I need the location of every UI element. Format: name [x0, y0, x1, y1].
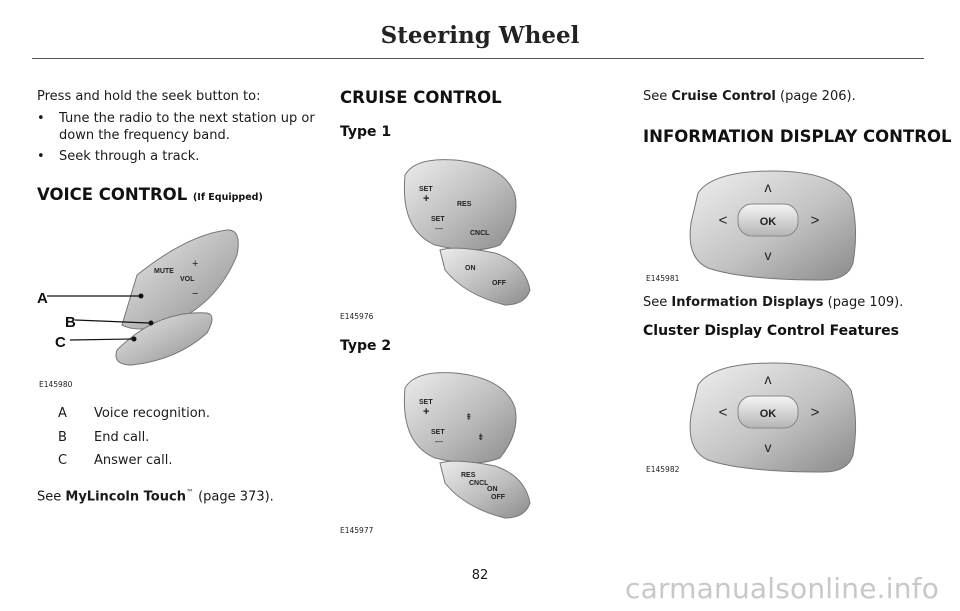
mylincoln-link[interactable]: MyLincoln Touch	[65, 489, 186, 505]
legend-text-c: Answer call.	[94, 453, 173, 468]
cruise2-lower-pad	[439, 460, 531, 519]
cncl-label: CNCL	[470, 230, 490, 237]
bullet-text: Tune the radio to the next station up or	[59, 111, 315, 126]
vol-plus-icon: +	[192, 258, 198, 270]
voice-control-heading-note: (If Equipped)	[192, 192, 263, 203]
information-displays-link[interactable]: Information Displays	[671, 295, 824, 310]
vol-label: VOL	[180, 276, 195, 283]
set-plus-label: SET	[419, 399, 433, 406]
information-display-heading: INFORMATION DISPLAY CONTROL	[643, 127, 952, 146]
down-arrow-icon: v	[765, 439, 772, 455]
see-prefix: See	[643, 295, 672, 310]
callout-label-c: C	[55, 334, 66, 351]
cruise-control-heading: CRUISE CONTROL	[340, 88, 502, 107]
callout-dot-a	[138, 293, 144, 299]
voice-control-heading-text: VOICE CONTROL	[37, 185, 188, 204]
see-suffix: (page 206).	[775, 89, 856, 104]
gap-increase-icon: ⇞	[465, 412, 473, 422]
left-arrow-icon: <	[719, 212, 728, 229]
voice-control-heading: VOICE CONTROL (If Equipped)	[37, 185, 263, 204]
legend-key-a: A	[58, 406, 67, 421]
cruise-type2-figure: SET + SET — ⇞ ⇟ RES CNCL ON OFF	[403, 372, 531, 519]
page-header-title: Steering Wheel	[380, 22, 580, 49]
legend-key-c: C	[58, 453, 68, 468]
cluster-figure-id: E145982	[646, 465, 680, 474]
left-arrow-icon: <	[719, 404, 728, 421]
voice-figure-id: E145980	[39, 380, 73, 389]
callout-line-b	[74, 319, 150, 324]
cluster-display-subheading: Cluster Display Control Features	[643, 323, 900, 339]
res-label: RES	[457, 201, 472, 208]
plus-icon: +	[423, 193, 429, 205]
right-arrow-icon: >	[811, 212, 820, 229]
plus-icon: +	[423, 406, 429, 418]
ok-button	[737, 395, 799, 429]
set-plus-label: SET	[419, 186, 433, 193]
off-label: OFF	[492, 280, 507, 287]
cruise2-upper-pad	[403, 372, 517, 464]
see-suffix: (page 109).	[823, 295, 904, 310]
type2-heading: Type 2	[340, 338, 392, 354]
ok-label: OK	[760, 216, 777, 228]
up-arrow-icon: ʌ	[765, 371, 772, 387]
down-arrow-icon: v	[765, 247, 772, 263]
bullet-text: Seek through a track.	[59, 149, 200, 164]
legend-key-b: B	[58, 430, 67, 445]
cruise-lower-pad	[439, 247, 531, 306]
cruise-figure1-id: E145976	[340, 312, 374, 321]
cruise-control-link[interactable]: Cruise Control	[671, 89, 776, 104]
cncl-label: CNCL	[469, 480, 489, 487]
res-label: RES	[461, 472, 476, 479]
see-cruise-control-reference: See Cruise Control (page 206).	[643, 88, 856, 105]
callout-label-b: B	[65, 314, 76, 331]
gap-decrease-icon: ⇟	[477, 432, 485, 442]
up-arrow-icon: ʌ	[765, 179, 772, 195]
callout-line-c	[69, 338, 133, 341]
cruise-upper-pad	[403, 159, 517, 251]
see-mylincoln-reference: See MyLincoln Touch™ (page 373).	[37, 484, 274, 505]
right-arrow-icon: >	[811, 404, 820, 421]
minus-icon: —	[435, 437, 443, 446]
info-display-figure: OK ʌ v < >	[689, 170, 857, 281]
header-divider	[32, 58, 924, 59]
off-label: OFF	[491, 494, 506, 501]
voice-control-figure: MUTE VOL + − A B C	[37, 229, 239, 366]
set-minus-label: SET	[431, 216, 445, 223]
legend-text-a: Voice recognition.	[94, 406, 211, 421]
set-minus-label: SET	[431, 429, 445, 436]
see-suffix: (page 373).	[193, 489, 274, 505]
lower-switch-pad	[115, 312, 213, 366]
page-number: 82	[471, 568, 489, 583]
callout-dot-b	[148, 320, 154, 326]
on-label: ON	[487, 486, 498, 493]
bullet-marker: •	[37, 149, 45, 164]
cruise-type1-figure: SET + SET — RES CNCL ON OFF	[403, 159, 531, 306]
vol-minus-icon: −	[192, 288, 198, 300]
minus-icon: —	[435, 224, 443, 233]
ok-button	[737, 203, 799, 237]
ok-label: OK	[760, 408, 777, 420]
cluster-display-figure: OK ʌ v < >	[689, 362, 857, 473]
info-figure1-id: E145981	[646, 274, 680, 283]
type1-heading: Type 1	[340, 124, 392, 140]
bullet-marker: •	[37, 111, 45, 126]
see-information-displays-reference: See Information Displays (page 109).	[643, 294, 903, 311]
watermark-text: carmanualsonline.info	[625, 572, 940, 605]
on-label: ON	[465, 265, 476, 272]
seek-intro-text: Press and hold the seek button to:	[37, 89, 261, 104]
callout-dot-c	[131, 336, 137, 342]
trademark-symbol: ™	[185, 488, 194, 497]
callout-label-a: A	[37, 290, 48, 307]
legend-text-b: End call.	[94, 430, 150, 445]
mute-label: MUTE	[154, 268, 174, 275]
cruise-figure2-id: E145977	[340, 526, 374, 535]
see-prefix: See	[37, 489, 66, 505]
bullet-continued-text: down the frequency band.	[59, 128, 230, 143]
see-prefix: See	[643, 89, 672, 104]
